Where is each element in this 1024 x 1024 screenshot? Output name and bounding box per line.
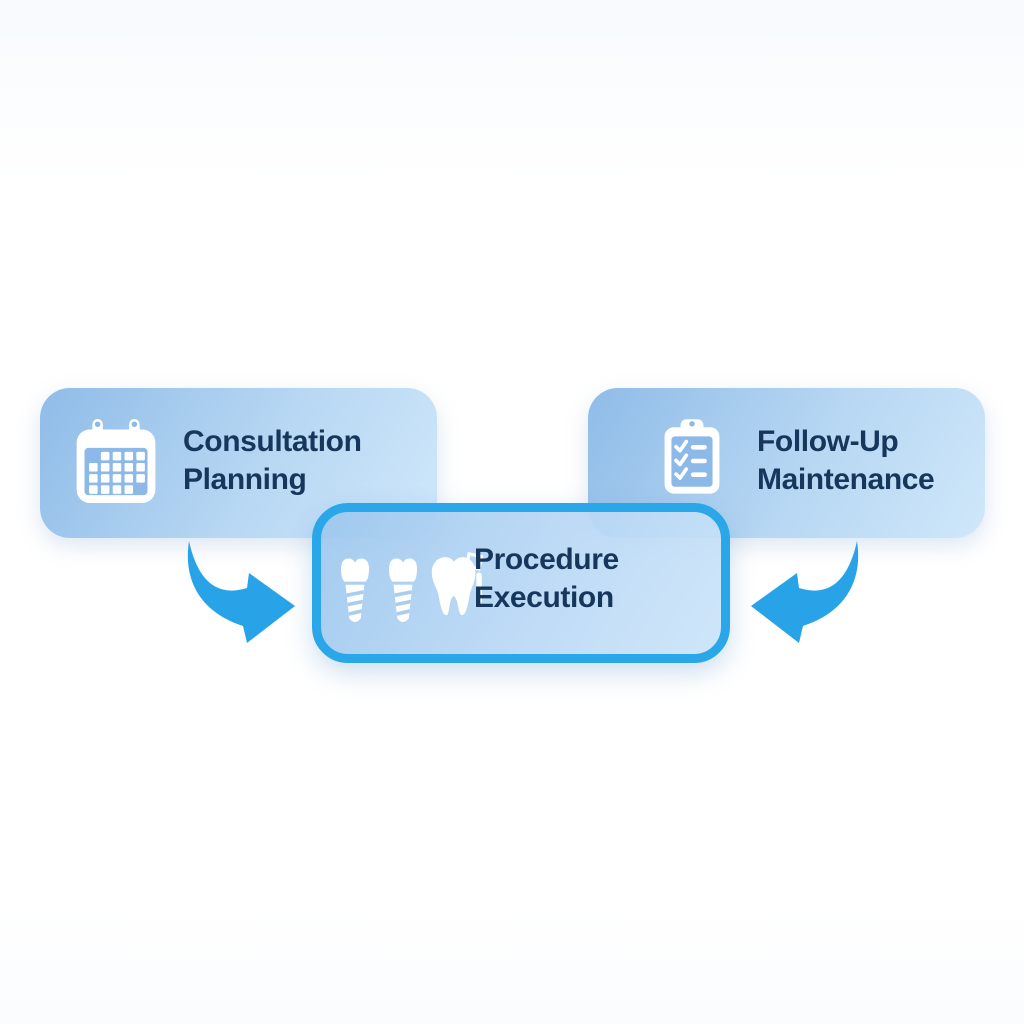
label-line-1: Procedure bbox=[474, 543, 619, 576]
label-line-2: Planning bbox=[183, 463, 307, 496]
tooth-with-probe-icon bbox=[431, 551, 484, 616]
calendar-icon bbox=[76, 419, 156, 503]
label-line-1: Consultation bbox=[183, 425, 362, 458]
label-procedure-execution: Procedure Execution bbox=[474, 541, 619, 617]
right-to-center-arrow bbox=[751, 541, 859, 643]
dental-implant-icon bbox=[388, 558, 418, 623]
label-consultation-planning: Consultation Planning bbox=[183, 423, 362, 499]
label-line-2: Maintenance bbox=[757, 463, 935, 496]
clipboard-checklist-icon bbox=[664, 419, 720, 494]
label-line-1: Follow-Up bbox=[757, 425, 899, 458]
left-to-center-arrow bbox=[187, 541, 295, 643]
dental-implant-icon bbox=[340, 558, 370, 623]
step-box-procedure-execution bbox=[312, 503, 730, 663]
label-line-2: Execution bbox=[474, 581, 614, 614]
label-follow-up-maintenance: Follow-Up Maintenance bbox=[757, 423, 935, 499]
